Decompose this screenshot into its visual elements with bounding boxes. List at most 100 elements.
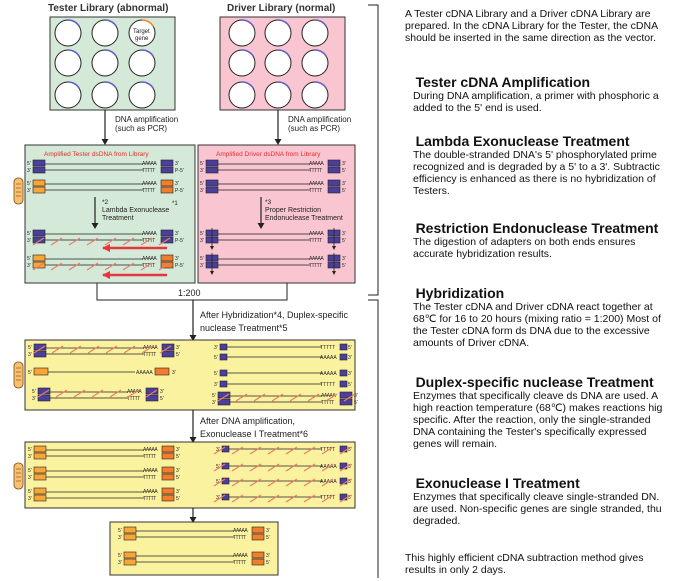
dsdna-strand xyxy=(205,179,341,194)
strike-mark xyxy=(303,494,316,503)
adapter-right xyxy=(161,487,175,495)
strike-mark xyxy=(321,446,334,455)
three-prime-label: 3' xyxy=(28,496,32,502)
end-label: 3' xyxy=(214,345,218,351)
dsdna-strand xyxy=(205,159,341,174)
note-4: *4HybridizationThe Tester cDNA and Drive… xyxy=(413,283,679,349)
hybridization-step-label: nuclease Treatment*5 xyxy=(200,323,288,333)
intro-text: A Tester cDNA Library and a Driver cDNA … xyxy=(405,8,679,44)
poly-t-label: TTTTT xyxy=(143,454,156,460)
mixing-bracket xyxy=(96,283,288,301)
restriction-step-label: Endonuclease Treatment xyxy=(265,215,343,222)
phospho-five-prime-label: P-5' xyxy=(175,188,184,194)
strike-mark xyxy=(50,262,63,271)
note-line: are used. Non-specific genes are single … xyxy=(413,503,662,515)
dsdna-strand xyxy=(33,466,175,481)
strike-mark xyxy=(339,463,352,472)
amplification-label: (such as PCR) xyxy=(288,124,340,133)
adapter-right xyxy=(160,254,174,262)
adapter-left xyxy=(32,179,46,187)
insert-arc xyxy=(314,49,327,57)
strike-mark xyxy=(127,389,140,398)
adapter-right xyxy=(251,558,265,566)
conclusion-line: This highly efficient cDNA subtraction m… xyxy=(405,552,644,564)
poly-t-label: TTTTT xyxy=(321,400,334,406)
insert-arc xyxy=(67,81,80,89)
three-prime-label: 3' xyxy=(200,168,204,174)
end-label: 3' xyxy=(216,495,220,501)
insert-arc xyxy=(277,49,290,57)
tester-dsdna-title: Amplified Tester dsDNA from Library xyxy=(44,151,149,158)
degraded-strike xyxy=(213,478,352,487)
exonuclease-step-label: After DNA amplification, xyxy=(200,416,295,426)
three-prime-label: 3' xyxy=(176,447,180,453)
end-label: 5' xyxy=(348,345,352,351)
note-heading: *1Tester cDNA Amplification xyxy=(413,72,679,90)
strike-mark xyxy=(73,389,86,398)
note-line: During DNA amplification, a primer with … xyxy=(413,90,659,102)
degradation-arrow-head xyxy=(102,271,110,279)
tester-library-title: Tester Library (abnormal) xyxy=(48,3,168,14)
five-prime-label: 5' xyxy=(28,489,32,495)
three-prime-label: 3' xyxy=(175,231,179,237)
adapter-left xyxy=(205,159,219,167)
strike-mark xyxy=(303,478,316,487)
five-prime-label: 5' xyxy=(27,231,31,237)
poly-a-label: AAAAA xyxy=(142,256,157,262)
strike-mark xyxy=(105,345,118,354)
insert-arc xyxy=(67,49,80,57)
intro-line: prepared. In the cDNA Library for the Te… xyxy=(405,20,659,32)
strike-mark xyxy=(32,262,45,271)
poly-a-label: AAAAA xyxy=(309,161,324,167)
strike-mark xyxy=(50,237,63,246)
note-heading: *6Exonuclease I Treatment xyxy=(413,473,679,491)
five-prime-label: 5' xyxy=(342,188,346,194)
note-3: *3Restriction Endonuclease TreatmentThe … xyxy=(413,218,679,260)
strike-mark xyxy=(267,463,280,472)
adapter-left xyxy=(37,387,51,395)
adapter-right xyxy=(161,350,175,358)
degradation-arrow-head xyxy=(102,244,110,252)
conclusion-text: This highly efficient cDNA subtraction m… xyxy=(405,552,679,576)
strike-mark xyxy=(253,393,266,402)
strike-mark xyxy=(285,478,298,487)
poly-a-label: AAAAA xyxy=(233,553,248,559)
strike-mark xyxy=(285,463,298,472)
dsdna-strand xyxy=(123,526,265,541)
strike-mark xyxy=(104,262,117,271)
degraded-strike xyxy=(217,393,356,402)
strike-mark xyxy=(271,393,284,402)
adapter-left xyxy=(219,353,228,361)
three-prime-label: 3' xyxy=(118,535,122,541)
adapter-right xyxy=(160,179,174,187)
five-prime-label: 5' xyxy=(118,553,122,559)
insert-arc xyxy=(141,49,154,57)
five-prime-label: 5' xyxy=(212,393,216,399)
adapter-left xyxy=(33,452,47,460)
dsdna-strand xyxy=(205,228,341,250)
note-5: *5Duplex-specific nuclease TreatmentEnzy… xyxy=(413,372,679,450)
note-title: Lambda Exonuclease Treatment xyxy=(415,133,630,149)
strike-mark xyxy=(289,393,302,402)
strike-mark xyxy=(69,345,82,354)
five-prime-label: 5' xyxy=(160,396,164,402)
end-label: 5' xyxy=(348,382,352,388)
adapter-right xyxy=(161,466,175,474)
adapter-right xyxy=(160,186,174,194)
strike-mark xyxy=(55,389,68,398)
note-title: Duplex-specific nuclease Treatment xyxy=(415,374,654,390)
insert-arc xyxy=(241,49,254,57)
poly-a-label: AAAAA xyxy=(136,370,153,376)
five-prime-label: 5' xyxy=(176,454,180,460)
three-prime-label: 3' xyxy=(354,393,358,399)
note-heading: *3Restriction Endonuclease Treatment xyxy=(413,218,679,236)
adapter-right xyxy=(160,166,174,174)
adapter-right xyxy=(154,367,170,376)
note-line: accurate hybridization results. xyxy=(413,248,552,260)
poly-a-label: AAAAA xyxy=(320,371,337,377)
lambda-step-label: Treatment xyxy=(102,215,134,222)
three-prime-label: 3' xyxy=(175,256,179,262)
strike-mark xyxy=(339,494,352,503)
tube-icon xyxy=(13,462,24,490)
